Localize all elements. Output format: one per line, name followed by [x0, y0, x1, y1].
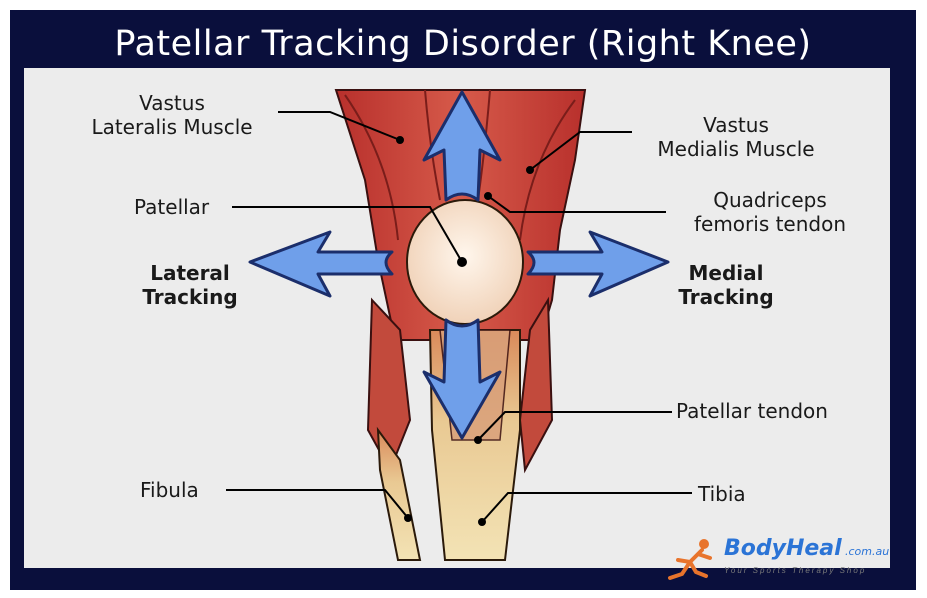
- label-tibia: Tibia: [698, 482, 746, 506]
- label-medial-tracking: Medial Tracking: [656, 261, 796, 309]
- label-patellar: Patellar: [134, 195, 209, 219]
- label-quadriceps-tendon: Quadriceps femoris tendon: [670, 188, 870, 236]
- brand-name: BodyHeal: [724, 536, 842, 561]
- label-patellar-tendon: Patellar tendon: [676, 399, 828, 423]
- brand-suffix: .com.au: [845, 545, 889, 558]
- brand-tagline: Your Sports Therapy Shop: [724, 566, 866, 575]
- label-lateral-tracking: Lateral Tracking: [120, 261, 260, 309]
- label-vastus-lateralis: Vastus Lateralis Muscle: [62, 91, 282, 139]
- running-figure-icon: [662, 536, 722, 584]
- label-vastus-medialis: Vastus Medialis Muscle: [626, 113, 846, 161]
- brand-logo: BodyHeal .com.au Your Sports Therapy Sho…: [662, 536, 912, 584]
- lateral-arrow: [250, 232, 392, 296]
- label-fibula: Fibula: [140, 478, 199, 502]
